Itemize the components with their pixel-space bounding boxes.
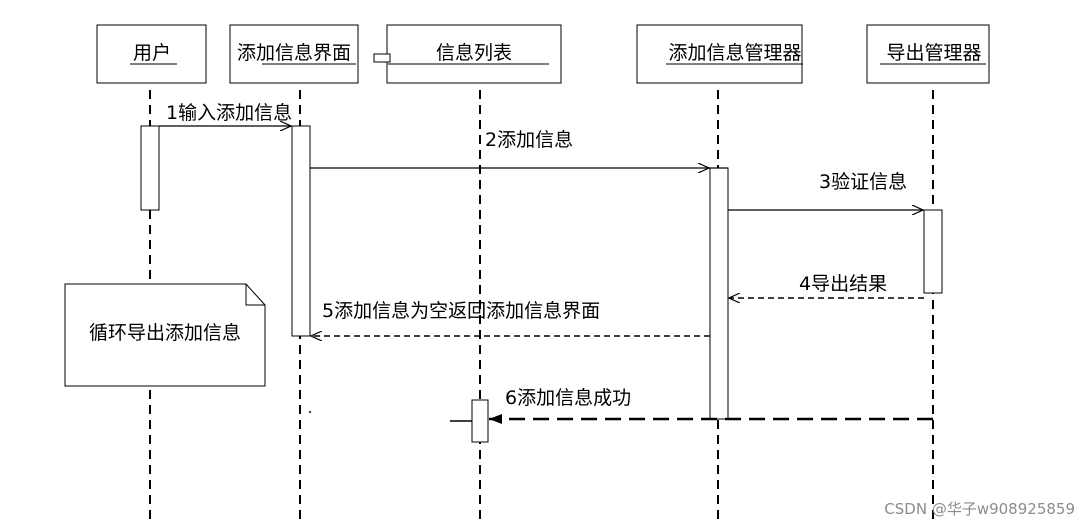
note: 循环导出添加信息 xyxy=(64,283,266,387)
participant-info-list: 信息列表 xyxy=(373,24,562,84)
message-label-1: 1输入添加信息 xyxy=(166,102,292,124)
message-label-3: 3验证信息 xyxy=(819,171,907,193)
participant-label-user: 用户 xyxy=(133,42,171,64)
participant-label-add-ui: 添加信息界面 xyxy=(237,42,351,64)
message-label-4: 4导出结果 xyxy=(799,273,887,295)
message-label-2: 2添加信息 xyxy=(485,129,573,151)
message-4: 4导出结果 xyxy=(729,273,924,298)
participant-add-ui: 添加信息界面 xyxy=(229,24,359,84)
activation-info-list xyxy=(471,399,489,443)
message-2: 2添加信息 xyxy=(310,129,728,168)
activation-add-manager xyxy=(709,167,729,420)
message-label-6: 6添加信息成功 xyxy=(505,387,631,409)
stray-dot xyxy=(309,411,311,413)
watermark: CSDN @华子w908925859 xyxy=(884,500,1075,518)
message-6: 6添加信息成功 xyxy=(489,387,933,424)
message-5: 5添加信息为空返回添加信息界面 xyxy=(311,300,710,336)
participant-export-manager: 导出管理器 xyxy=(866,24,990,84)
activation-add-ui xyxy=(291,125,311,337)
message-3: 3验证信息 xyxy=(728,171,923,210)
message-1: 1输入添加信息 xyxy=(159,102,292,126)
participant-label-add-manager: 添加信息管理器 xyxy=(668,42,801,64)
note-text: 循环导出添加信息 xyxy=(89,322,241,344)
participant-label-info-list: 信息列表 xyxy=(436,42,512,64)
participant-label-export-manager: 导出管理器 xyxy=(886,42,981,64)
activation-user xyxy=(140,125,160,211)
activation-export-manager xyxy=(923,209,943,294)
participant-add-manager: 添加信息管理器 xyxy=(636,24,803,84)
participant-user: 用户 xyxy=(96,24,207,84)
message-label-5: 5添加信息为空返回添加信息界面 xyxy=(322,300,600,322)
component-icon xyxy=(373,53,391,63)
